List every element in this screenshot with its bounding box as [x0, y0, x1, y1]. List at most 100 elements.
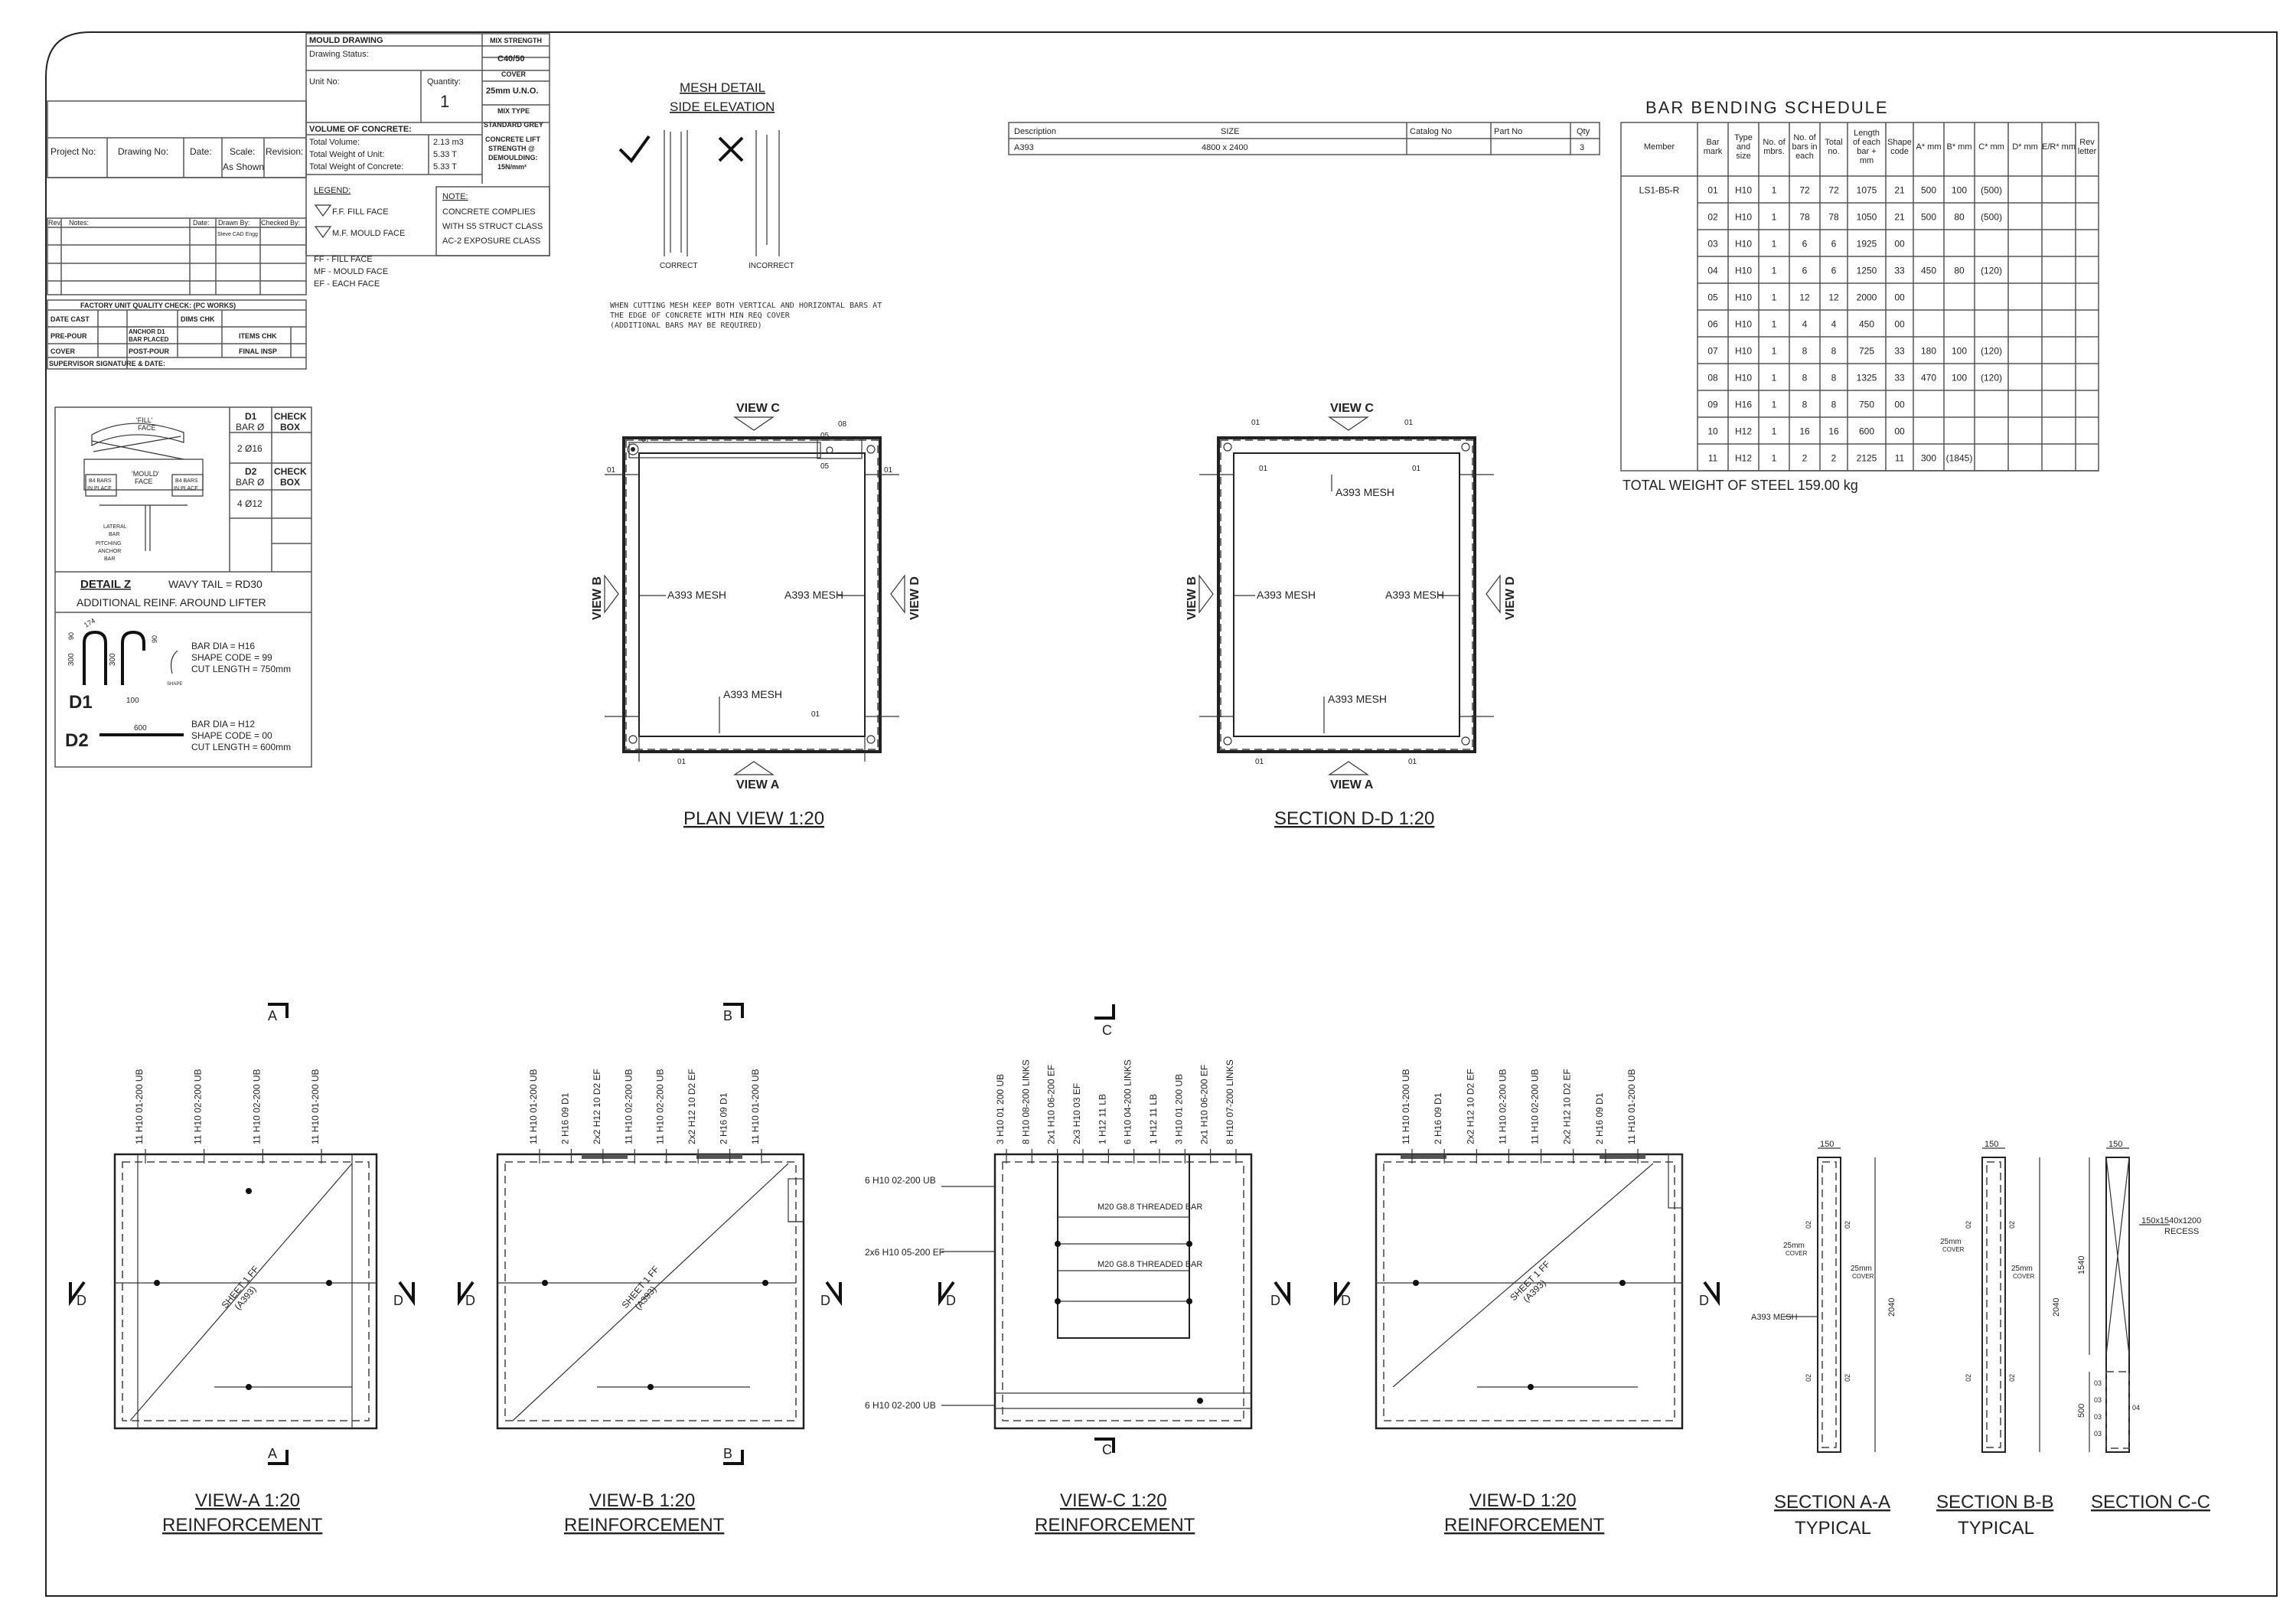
note-3: AC-2 EXPOSURE CLASS — [442, 237, 540, 246]
total-volume-label: Total Volume: — [309, 138, 360, 147]
bbs-header-cell: A* mm — [1916, 142, 1942, 152]
bar-callout-label: 2x2 H12 10 D2 EF — [592, 1069, 602, 1144]
bar-callout-label: 11 H10 01-200 UB — [528, 1069, 539, 1144]
bar-callout-label: 2x1 H10 06-200 EF — [1046, 1065, 1057, 1144]
d2-check: CHECK — [274, 466, 307, 477]
sheet-border — [45, 31, 2278, 1597]
bar-callout-label: 3 H10 01 200 UB — [995, 1074, 1006, 1144]
legend-mf: M.F. MOULD FACE — [332, 229, 405, 238]
section-aa-title: SECTION A-A — [1774, 1492, 1890, 1513]
bbs-cell: 4 — [1831, 319, 1837, 330]
dd-view-c-label: VIEW C — [1330, 402, 1374, 415]
vd-section-d-right: D — [1699, 1293, 1709, 1308]
bar-callout-label: 11 H10 02-200 UB — [251, 1069, 262, 1144]
bbs-cell: H12 — [1735, 426, 1752, 437]
view-d-title-2: REINFORCEMENT — [1444, 1515, 1605, 1536]
cross-icon — [718, 136, 744, 162]
bb-mark-02b: 02 — [2008, 1221, 2016, 1229]
weight-unit-label: Total Weight of Unit: — [309, 150, 384, 159]
bbs-cell: 80 — [1954, 212, 1965, 223]
bbs-cell: 180 — [1921, 346, 1936, 357]
plan-mesh-left: A393 MESH — [667, 589, 726, 601]
vc-bolt-1: M20 G8.8 THREADED BAR — [1097, 1203, 1202, 1212]
mix-strength: C40/50 — [497, 54, 524, 64]
bb-mark-02c: 02 — [1965, 1374, 1972, 1382]
d1-box: BOX — [280, 422, 300, 432]
bbs-cell: H12 — [1735, 453, 1752, 464]
quantity: 1 — [440, 92, 449, 111]
bbs-cell: 12 — [1799, 292, 1810, 303]
cc-h500: 500 — [2077, 1404, 2086, 1418]
plan-mark-01a: 01 — [607, 466, 616, 475]
d2-header: D2 — [245, 466, 257, 477]
drawing-no: Drawing No: — [118, 146, 168, 157]
date-label: Date: — [190, 146, 212, 157]
dd-mark-01c: 01 — [1259, 465, 1268, 473]
cc-recess-1: 150x1540x1200 — [2141, 1216, 2201, 1225]
view-a-title-2: REINFORCEMENT — [162, 1515, 323, 1536]
bar-callout-label: 11 H10 01-200 UB — [134, 1069, 145, 1144]
d2-cut-length: CUT LENGTH = 600mm — [191, 742, 291, 752]
vc-section-d-left: D — [946, 1293, 956, 1308]
plan-mark-05b: 05 — [820, 462, 830, 471]
bbs-cell: 1925 — [1857, 239, 1877, 250]
aa-cover-right: 25mm — [1851, 1265, 1872, 1273]
bbs-cell: 1 — [1772, 185, 1777, 196]
bbs-cell: H10 — [1735, 292, 1752, 303]
d2-bar-dia: BAR Ø — [236, 477, 264, 488]
section-bb-typical: TYPICAL — [1958, 1518, 2034, 1539]
d2-value: 4 Ø12 — [237, 498, 263, 509]
bb-cover-left: 25mm — [1940, 1238, 1962, 1246]
vc-side-3: 6 H10 02-200 UB — [865, 1400, 936, 1411]
cc-recess-2: RECESS — [2164, 1227, 2199, 1236]
va-section-mark-bottom — [268, 1450, 289, 1465]
mesh-note-2: THE EDGE OF CONCRETE WITH MIN REQ COVER — [610, 312, 791, 320]
bbs-cell: 8 — [1831, 346, 1837, 357]
vc-section-d-right: D — [1270, 1293, 1280, 1308]
dd-view-a-label: VIEW A — [1330, 778, 1374, 791]
mesh-row-size: 4800 x 2400 — [1202, 143, 1248, 152]
bb-cover-right-label: COVER — [2013, 1273, 2035, 1280]
b4-bars-left: B4 BARS — [89, 478, 112, 484]
mesh-col-description: Description — [1014, 127, 1056, 136]
in-place-right: IN PLACE — [174, 486, 198, 491]
view-d-arrow — [890, 574, 905, 614]
aa-mark-02a: 02 — [1805, 1221, 1812, 1229]
bbs-cell: 8 — [1802, 400, 1808, 410]
bbs-cell: 1250 — [1857, 266, 1877, 276]
bbs-cell: 470 — [1921, 373, 1936, 383]
bbs-cell: 2 — [1831, 453, 1837, 464]
date2-label: Date: — [193, 219, 210, 227]
aa-cover-left: 25mm — [1783, 1242, 1805, 1250]
bbs-cell: H10 — [1735, 319, 1752, 330]
drawn-by-label: Drawn By: — [218, 219, 250, 227]
bb-cover-right: 25mm — [2011, 1265, 2033, 1273]
bbs-cell: 1 — [1772, 400, 1777, 410]
view-c-title-2: REINFORCEMENT — [1035, 1515, 1195, 1536]
dd-mesh-left: A393 MESH — [1257, 589, 1316, 601]
bbs-header-cell: C* mm — [1978, 142, 2004, 152]
plan-view-c-label: VIEW C — [736, 402, 780, 415]
mix-type: STANDARD GREY — [484, 121, 543, 129]
bbs-cell: H16 — [1735, 400, 1752, 410]
incorrect-label: INCORRECT — [748, 262, 794, 270]
weight-concrete-label: Total Weight of Concrete: — [309, 162, 403, 171]
d1-hook-shape — [83, 630, 107, 685]
bbs-cell: 6 — [1802, 239, 1808, 250]
bbs-cell: 1 — [1772, 373, 1777, 383]
bar-callout-label: 2x1 H10 06-200 EF — [1199, 1065, 1210, 1144]
bbs-cell: H10 — [1735, 346, 1752, 357]
mesh-row-qty: 3 — [1580, 143, 1584, 152]
bbs-cell: 00 — [1894, 239, 1905, 250]
bbs-cell: 2 — [1802, 453, 1808, 464]
bar-callout-label: 11 H10 02-200 UB — [655, 1069, 666, 1144]
va-section-d-left-mark — [69, 1281, 86, 1307]
bbs-cell: 21 — [1894, 212, 1905, 223]
note-1: CONCRETE COMPLIES — [442, 207, 536, 217]
bbs-cell: 1 — [1772, 266, 1777, 276]
